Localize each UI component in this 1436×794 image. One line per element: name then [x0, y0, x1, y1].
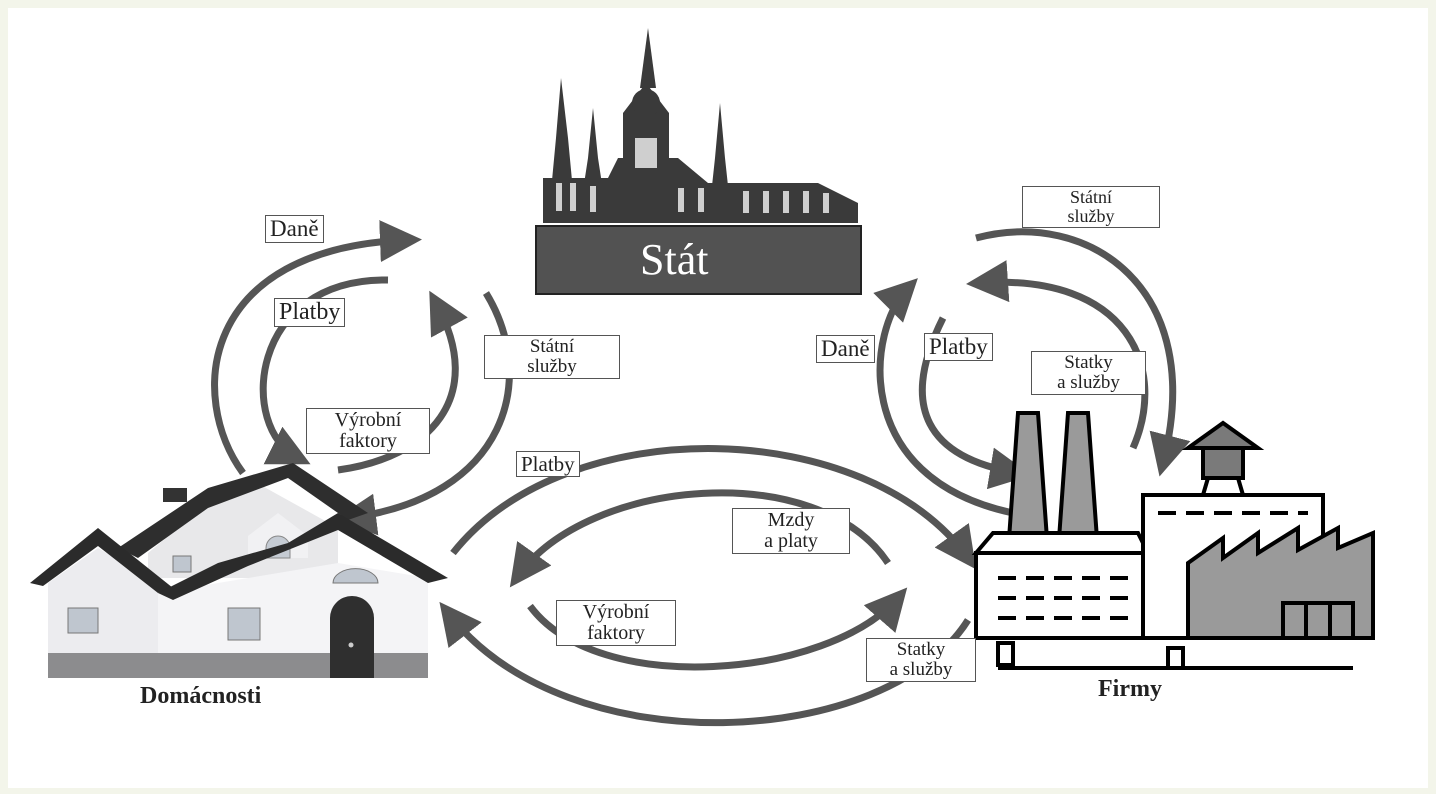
- state-title: Stát: [640, 235, 709, 284]
- label-firm-goods: Statky a služby: [1031, 351, 1146, 395]
- label-firm-taxes: Daně: [816, 335, 875, 364]
- factory-window-dashes: [998, 511, 1308, 620]
- arrow-firm-taxes: [873, 278, 1014, 517]
- label-hh-factors: Výrobní faktory: [306, 408, 430, 454]
- label-hh-state-services: Státní služby: [484, 335, 620, 379]
- arrow-hh-taxes: [211, 220, 422, 476]
- house-icon: [30, 463, 448, 678]
- label-hh-taxes: Daně: [265, 215, 324, 244]
- label-mid-wages: Mzdy a platy: [732, 508, 850, 554]
- label-mid-factors: Výrobní faktory: [556, 600, 676, 646]
- flow-arrows: [30, 28, 1375, 727]
- arrow-firm-goods: [966, 260, 1149, 450]
- arrow-hh-payments: [259, 276, 389, 465]
- arrow-mid-wages: [509, 489, 891, 588]
- label-mid-goods: Statky a služby: [866, 638, 976, 682]
- circular-flow-diagram: Stát Domácnosti Firmy Daně Platby Státní…: [8, 8, 1428, 788]
- firms-caption: Firmy: [1098, 676, 1162, 702]
- arrow-hh-state-services: [334, 291, 513, 536]
- arrow-mid-payments: [450, 445, 977, 570]
- households-caption: Domácnosti: [140, 683, 262, 709]
- label-firm-payments: Platby: [924, 333, 993, 362]
- label-hh-payments: Platby: [274, 298, 346, 328]
- arrow-hh-factors: [337, 290, 468, 474]
- label-firm-state-services: Státní služby: [1022, 186, 1160, 228]
- factory-icon: [971, 411, 1375, 670]
- cathedral-icon: [535, 28, 862, 295]
- label-mid-payments: Platby: [516, 451, 580, 478]
- arrow-firm-state-services: [975, 228, 1191, 477]
